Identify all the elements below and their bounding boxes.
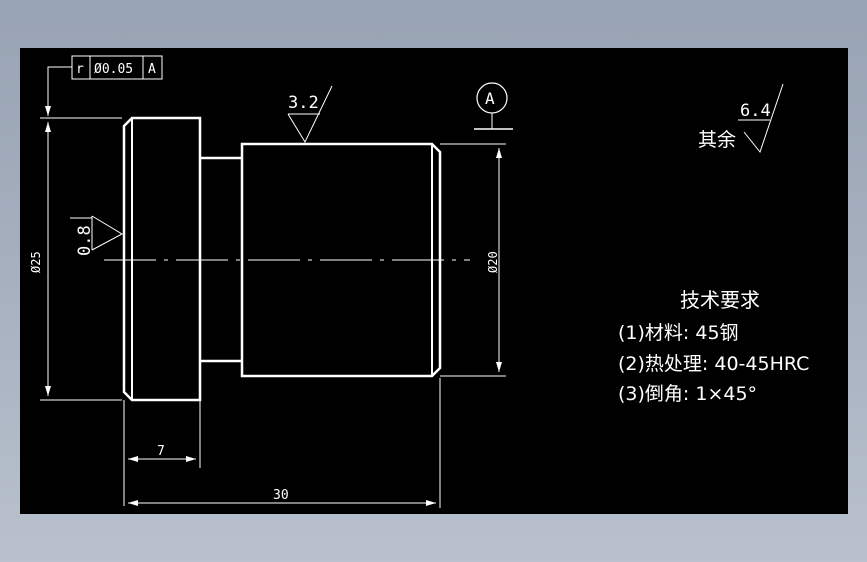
roughness-other-value: 6.4: [740, 101, 771, 121]
tech-requirement-item-1: (1)材料: 45钢: [618, 322, 739, 344]
dim-left-diameter-label: Ø25: [29, 251, 43, 273]
tech-requirements-title: 技术要求: [680, 288, 760, 312]
tech-requirement-item-2: (2)热处理: 40-45HRC: [618, 353, 809, 375]
roughness-top-value: 3.2: [288, 93, 319, 113]
dim-total-length-label: 30: [273, 488, 289, 503]
tech-requirement-item-3: (3)倒角: 1×45°: [618, 383, 757, 405]
roughness-top: 3.2: [287, 85, 333, 144]
tolerance-value: Ø0.05: [94, 62, 133, 77]
roughness-left-value: 0.8: [75, 225, 95, 256]
dim-left-diameter: [40, 117, 122, 401]
dim-right-diameter: [440, 143, 506, 377]
neck-body: [200, 156, 242, 363]
dim-total-length: [128, 378, 441, 508]
cad-canvas[interactable]: r Ø0.05 A A 3.2 0.8 其余 6.4 Ø25: [20, 48, 848, 514]
tolerance-leader: [45, 66, 72, 116]
roughness-other: 其余 6.4: [698, 83, 784, 154]
dim-right-diameter-label: Ø20: [486, 251, 500, 273]
flange-body: [122, 116, 202, 402]
roughness-left: 0.8: [70, 215, 124, 256]
datum-label: A: [485, 89, 495, 108]
dim-flange-length: [123, 400, 201, 506]
part-drawing: r Ø0.05 A A 3.2 0.8 其余 6.4 Ø25: [29, 55, 809, 508]
tech-requirements: 技术要求 (1)材料: 45钢 (2)热处理: 40-45HRC (3)倒角: …: [618, 288, 809, 405]
tolerance-symbol: r: [76, 62, 84, 77]
dim-flange-length-label: 7: [157, 444, 165, 459]
tolerance-datum: A: [148, 62, 156, 77]
datum-symbol: A: [474, 82, 513, 130]
part-outline: [122, 116, 442, 402]
tolerance-frame: r Ø0.05 A: [45, 55, 163, 116]
roughness-other-prefix: 其余: [698, 129, 736, 151]
